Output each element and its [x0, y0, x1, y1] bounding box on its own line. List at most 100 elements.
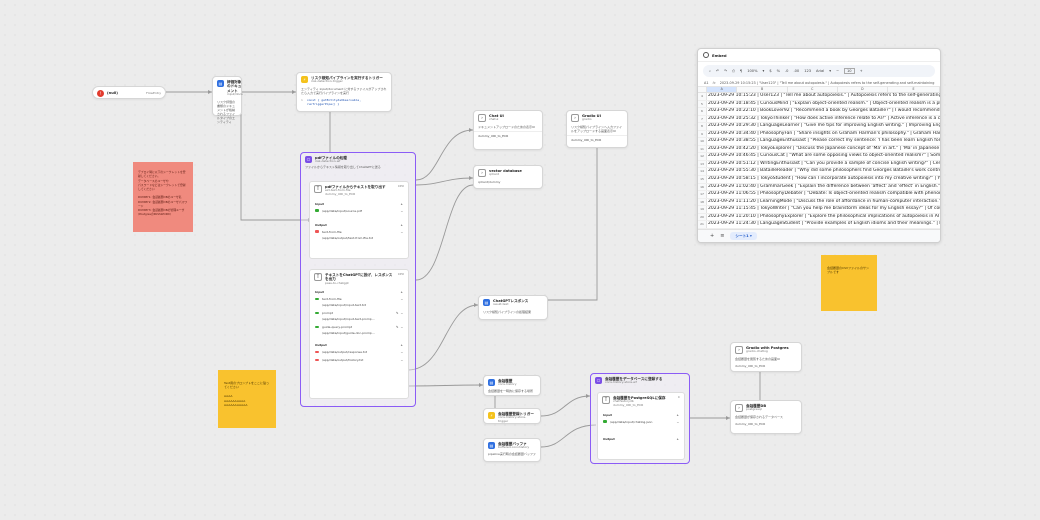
formula-text[interactable]: 2023-09-29 10:15:23 | "User123" | "Tell …	[719, 81, 935, 85]
sheet-cell[interactable]: 2023-09-29 10:51:12 | WritingEnthusiast …	[708, 160, 940, 166]
gradio-postgres-node[interactable]: › Gradio with Postgres gradio-chatlog 会話…	[730, 342, 802, 372]
cell-reference[interactable]: A1	[704, 81, 709, 85]
row-number[interactable]: 21	[698, 221, 707, 228]
response-node[interactable]: ▤ ChatGPTレスポンス result-text リスク検知パイプラインの処…	[478, 295, 548, 320]
number-format-button[interactable]: 123	[804, 69, 812, 73]
font-size-decrease-button[interactable]: −	[836, 69, 840, 73]
edit-icon[interactable]: ✎	[395, 325, 399, 330]
postgres-db-node[interactable]: › 会話履歴DB postgresql 会話履歴が保存されるデータベース dum…	[730, 400, 802, 434]
remove-icon[interactable]: −	[400, 297, 403, 302]
increase-decimal-button[interactable]: .00	[793, 69, 800, 73]
sheet-cell[interactable]: 2023-09-29 10:42:20 | TokyoExplorer | "D…	[708, 145, 940, 151]
decrease-decimal-button[interactable]: .0	[785, 69, 789, 73]
remove-icon[interactable]: −	[400, 358, 403, 363]
redo-button[interactable]: ↷	[724, 69, 728, 73]
sheet-list-button[interactable]: ≡	[720, 233, 725, 239]
sheet-cell[interactable]: 2023-09-29 11:15:45 | TokyoWriter | "Can…	[708, 206, 940, 212]
row-number[interactable]: 17	[698, 191, 707, 198]
column-header[interactable]: A	[707, 87, 738, 92]
row-number[interactable]: 19	[698, 206, 707, 213]
sticky-note-csv[interactable]: 会話履歴のCSVファイルのサンプルです	[821, 255, 877, 311]
register-node[interactable]: T 会話履歴をPostgreSQLに保存 chathistorydb dummy…	[597, 392, 685, 460]
sheet-cell[interactable]: 2023-09-29 11:24:30 | LanguageStudent | …	[708, 221, 940, 227]
chatgpt-output-row[interactable]: /app/data/output/response.txt−	[310, 348, 408, 356]
row-number[interactable]: 9	[698, 130, 707, 138]
add-input-icon[interactable]: +	[676, 412, 679, 417]
zoom-select[interactable]: 100%	[747, 69, 758, 73]
vector-db-node[interactable]: › vector database qdrant qdrant/dummy	[473, 165, 543, 189]
row-number[interactable]: 7	[698, 115, 707, 123]
font-select[interactable]: Arial	[816, 69, 825, 73]
sheet-cell[interactable]: 2023-09-29 10:25:32 | TokyoThinker | "Ho…	[708, 115, 940, 121]
remove-icon[interactable]: −	[400, 350, 403, 355]
sheet-cell[interactable]: 2023-09-29 10:22:10 | BookLover92 | "Rec…	[708, 108, 940, 114]
sheet-cell[interactable]: 2023-09-29 10:55:30 | BatailleReader | "…	[708, 168, 940, 174]
currency-button[interactable]: $	[769, 69, 772, 73]
add-output-icon[interactable]: +	[400, 222, 403, 227]
row-number[interactable]: 4	[698, 93, 707, 100]
history-node[interactable]: ▤ 会話履歴 conv-history 会話履歴を一時的に保存する場所	[483, 375, 541, 396]
register-history-group[interactable]: ⎔ 会話履歴をデータベースに登録する conv-history-store-wf…	[590, 373, 690, 464]
sheet-cell[interactable]: 2023-09-29 10:34:40 | PhilosophyFan | "S…	[708, 130, 940, 136]
sheet-cell[interactable]: 2023-09-29 10:58:15 | TokyoStudent | "Ho…	[708, 176, 940, 182]
pdf-processing-group[interactable]: ⎔ pdfファイルの処理 risk-detection-wf ファイルからテキス…	[300, 152, 416, 407]
sheet-cell[interactable]: 2023-09-29 10:15:23 | User123 | "Tell me…	[708, 93, 940, 98]
corner-cell[interactable]	[698, 87, 707, 92]
row-number[interactable]: 10	[698, 138, 707, 145]
sheet-cell[interactable]: 2023-09-29 10:46:45 | CuriousCat | "What…	[708, 153, 940, 159]
chevron-down-icon[interactable]: ▾	[762, 69, 765, 73]
row-number[interactable]: 8	[698, 123, 707, 130]
doc-node[interactable]: ▤ 評価対象のドキュメント input/docs リスク評価の書類のドキュメント…	[212, 76, 243, 124]
column-header[interactable]: D	[838, 87, 888, 92]
chatui-node[interactable]: › Chat UI chatui ドキュメントアップロードのための表示UI du…	[473, 110, 543, 150]
remove-icon[interactable]: −	[676, 419, 679, 424]
column-header[interactable]: B	[737, 87, 788, 92]
row-number[interactable]: 6	[698, 108, 707, 115]
remove-icon[interactable]: −	[400, 311, 403, 316]
chatgpt-input-row[interactable]: text-from-file−	[310, 295, 408, 303]
sheet-cell[interactable]: 2023-09-29 11:02:40 | GrammarGeek | "Exp…	[708, 183, 940, 189]
trigger-node[interactable]: ⚡ リスク検知パイプラインを実行するトリガー risk-detection-tr…	[296, 72, 392, 112]
row-number[interactable]: 13	[698, 160, 707, 168]
add-sheet-button[interactable]: +	[710, 233, 715, 239]
spreadsheet-embed[interactable]: Embed ⌕ ↶ ↷ ⎙ ¶ 100% ▾ $ % .0 .00 123 Ar…	[697, 48, 941, 243]
column-header[interactable]: E	[888, 87, 940, 92]
sheet-cell[interactable]: 2023-09-29 10:29:30 | LanguageLearner | …	[708, 123, 940, 129]
chevron-down-icon[interactable]: ▾	[829, 69, 831, 73]
sheet-cell[interactable]: 2023-09-29 10:18:45 | CuriousMind | "Exp…	[708, 100, 940, 106]
remove-icon[interactable]: −	[400, 325, 403, 330]
null-node[interactable]: ! (null) FlowEntry	[92, 86, 166, 99]
sheet-cell[interactable]: 2023-09-29 11:20:10 | PhilosophyExplorer…	[708, 213, 940, 219]
sheet-cell[interactable]: 2023-09-29 10:38:55 | LanguageEnthusiast…	[708, 138, 940, 144]
remove-icon[interactable]: −	[400, 208, 403, 213]
font-size-increase-button[interactable]: +	[859, 69, 863, 73]
register-input-row[interactable]: /app/data/input/chatlog.json−	[598, 418, 684, 426]
sheet-tab-active[interactable]: シート1 ▾	[730, 232, 757, 240]
sheet-cell[interactable]: 2023-09-29 11:06:55 | PhilosophyDebater …	[708, 191, 940, 197]
row-number[interactable]: 12	[698, 153, 707, 160]
add-input-icon[interactable]: +	[400, 290, 403, 295]
search-icon[interactable]: ⌕	[709, 69, 712, 73]
history-trigger-node[interactable]: ⚡ 会話履歴登録トリガー conv-history-store-trigger	[483, 408, 541, 424]
chatgpt-node[interactable]: T テキストをChatGPTに投げ、レスポンスを出力 pass-to-chatg…	[309, 269, 409, 399]
edit-icon[interactable]: ✎	[395, 311, 399, 316]
row-number[interactable]: 15	[698, 176, 707, 183]
row-number[interactable]: 18	[698, 198, 707, 206]
font-size-input[interactable]: 10	[844, 68, 855, 74]
